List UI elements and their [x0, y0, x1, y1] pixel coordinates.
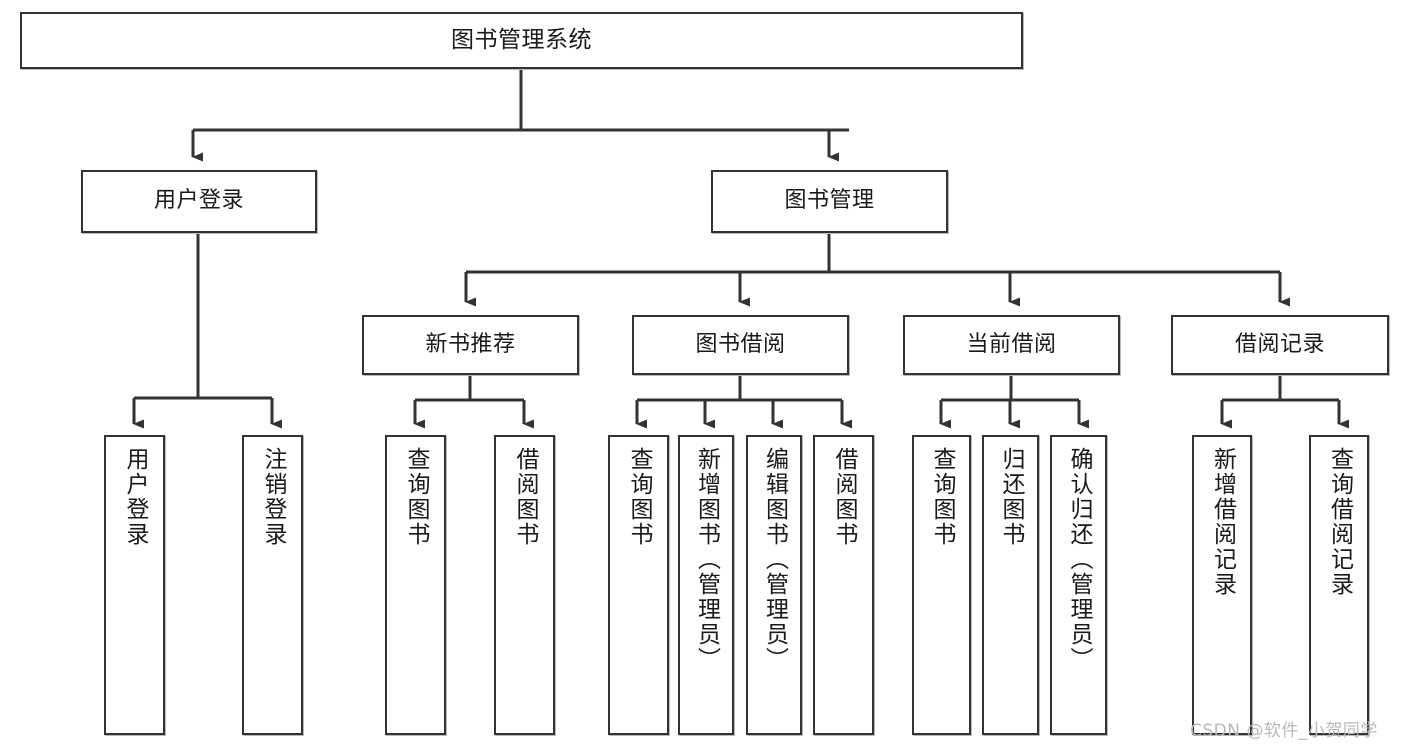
node-leaf-edit-book[interactable]: 编辑图书（管理员）	[746, 435, 802, 735]
node-leaf-add-book[interactable]: 新增图书（管理员）	[678, 435, 734, 735]
node-leaf-borrow-book-1-label: 借阅图书	[512, 447, 538, 547]
node-book-borrow-label: 图书借阅	[695, 331, 786, 357]
node-borrow-record-label: 借阅记录	[1234, 331, 1325, 357]
node-leaf-borrow-book-2-label: 借阅图书	[831, 447, 857, 547]
node-leaf-query-record-label: 查询借阅记录	[1326, 447, 1353, 597]
node-book-borrow[interactable]: 图书借阅	[632, 315, 849, 375]
node-book-manage-label: 图书管理	[784, 188, 875, 214]
node-leaf-query-book-3-label: 查询图书	[929, 447, 955, 547]
node-new-book-rec[interactable]: 新书推荐	[362, 315, 579, 375]
node-leaf-query-book-2-label: 查询图书	[626, 447, 652, 547]
node-root[interactable]: 图书管理系统	[20, 12, 1023, 69]
watermark-text: CSDN @软件_小贺同学	[1190, 721, 1378, 741]
node-leaf-edit-book-label: 编辑图书（管理员）	[761, 447, 788, 672]
node-leaf-add-record-label: 新增借阅记录	[1209, 447, 1236, 597]
node-leaf-borrow-book-2[interactable]: 借阅图书	[813, 435, 874, 735]
node-user-login-label: 用户登录	[153, 188, 244, 214]
node-leaf-borrow-book-1[interactable]: 借阅图书	[494, 435, 555, 735]
node-leaf-logout-label: 注销登录	[260, 447, 286, 547]
node-borrow-record[interactable]: 借阅记录	[1171, 315, 1389, 375]
node-leaf-user-login[interactable]: 用户登录	[104, 435, 165, 735]
node-book-manage[interactable]: 图书管理	[711, 170, 948, 233]
node-leaf-confirm-return-label: 确认归还（管理员）	[1066, 447, 1092, 672]
node-leaf-return-book-label: 归还图书	[998, 447, 1024, 547]
node-user-login[interactable]: 用户登录	[81, 170, 317, 233]
node-current-borrow[interactable]: 当前借阅	[903, 315, 1120, 375]
node-leaf-query-record[interactable]: 查询借阅记录	[1309, 435, 1369, 735]
node-leaf-query-book-1[interactable]: 查询图书	[385, 435, 446, 735]
node-leaf-return-book[interactable]: 归还图书	[982, 435, 1039, 735]
node-leaf-query-book-1-label: 查询图书	[403, 447, 429, 547]
node-root-label: 图书管理系统	[451, 26, 592, 53]
node-current-borrow-label: 当前借阅	[966, 331, 1057, 357]
node-new-book-rec-label: 新书推荐	[425, 331, 516, 357]
node-leaf-logout[interactable]: 注销登录	[242, 435, 303, 735]
node-leaf-user-login-label: 用户登录	[122, 447, 148, 547]
node-leaf-confirm-return[interactable]: 确认归还（管理员）	[1050, 435, 1107, 735]
node-leaf-query-book-3[interactable]: 查询图书	[912, 435, 971, 735]
node-leaf-query-book-2[interactable]: 查询图书	[608, 435, 669, 735]
node-leaf-add-record[interactable]: 新增借阅记录	[1192, 435, 1252, 735]
node-leaf-add-book-label: 新增图书（管理员）	[693, 447, 720, 672]
